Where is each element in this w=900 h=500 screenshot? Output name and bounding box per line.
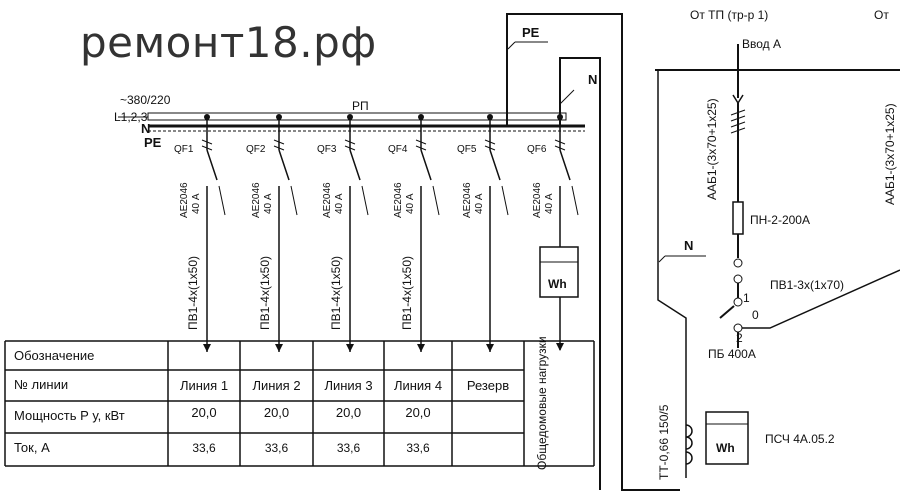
phase-bus	[147, 112, 567, 121]
fuse-label: ПН-2-200А	[750, 213, 810, 227]
table-cell-line: Резерв	[467, 378, 509, 393]
breaker-current: 40 А	[263, 193, 274, 214]
breaker-name: QF3	[317, 144, 337, 155]
phases-label: L1,2,3	[114, 110, 148, 124]
table-cell-line: Линия 3	[324, 378, 372, 393]
meter-main-box	[705, 411, 749, 465]
table-cell-line: Линия 4	[394, 378, 442, 393]
input-a-label: Ввод А	[742, 37, 781, 51]
table-cell-current: 33,6	[337, 441, 361, 455]
switch-label: ПБ 400А	[708, 347, 756, 361]
table-cell-power: 20,0	[336, 405, 361, 420]
common-loads-branch	[539, 246, 579, 351]
fuse-symbol	[732, 201, 744, 235]
meter-main-label: Wh	[716, 441, 735, 455]
breaker-name: QF1	[174, 144, 194, 155]
branch-cable: ПВ1-4х(1х50)	[329, 256, 343, 330]
breaker-current: 40 А	[334, 193, 345, 214]
table-cell-power: 20,0	[405, 405, 430, 420]
wire-pv-label: ПВ1-3х(1х70)	[770, 278, 844, 292]
breaker-name: QF5	[457, 144, 477, 155]
ct-and-meter	[685, 370, 749, 478]
bus-bars	[118, 112, 585, 132]
breaker-type: АЕ2046	[462, 182, 473, 218]
pe-riser	[506, 13, 680, 491]
breaker-type: АЕ2046	[179, 182, 190, 218]
breaker-current: 40 А	[474, 193, 485, 214]
breaker-type: АЕ2046	[532, 182, 543, 218]
breaker-name: QF6	[527, 144, 547, 155]
table-cell-current: 33,6	[406, 441, 430, 455]
breaker-type: АЕ2046	[393, 182, 404, 218]
branch-cable: ПВ1-4х(1х50)	[258, 256, 272, 330]
switch-pos-0: 0	[752, 308, 759, 322]
ct-label: ТТ-0,66 150/5	[657, 404, 671, 480]
from-tp2-label: От	[874, 8, 889, 22]
from-tp1-label: От ТП (тр-р 1)	[690, 8, 768, 22]
breaker-name: QF2	[246, 144, 266, 155]
meter-main-name: ПСЧ 4А.05.2	[765, 432, 835, 446]
pe-top-label: PE	[522, 25, 540, 40]
n-right-wire	[657, 70, 706, 370]
cable-a-label: ААБ1-(3х70+1х25)	[705, 98, 719, 200]
table-row-header: Мощность Р у, кВт	[14, 408, 125, 423]
n-riser	[559, 57, 601, 490]
table-cell-power: 20,0	[264, 405, 289, 420]
pe-bus-label: PE	[144, 135, 162, 150]
table-cell-line: Линия 1	[180, 378, 228, 393]
switch-pos-1: 1	[743, 291, 750, 305]
table-cell-line: Линия 2	[252, 378, 300, 393]
breaker-type: АЕ2046	[322, 182, 333, 218]
branch-cable: ПВ1-4х(1х50)	[400, 256, 414, 330]
branch-cable: ПВ1-4х(1х50)	[186, 256, 200, 330]
breaker-current: 40 А	[405, 193, 416, 214]
breaker-current: 40 А	[191, 193, 202, 214]
meter-common-box	[539, 246, 579, 298]
table-cell-power: 20,0	[191, 405, 216, 420]
n-right-label: N	[684, 238, 693, 253]
common-loads-label: Общедомовые нагрузки	[535, 336, 549, 470]
site-title: ремонт18.рф	[80, 18, 377, 67]
input-a-feed	[655, 44, 900, 348]
table-row-header: Обозначение	[14, 348, 94, 363]
voltage-label: ~380/220	[120, 93, 171, 107]
switch-pos-2: 2	[736, 331, 743, 345]
breaker-type: АЕ2046	[251, 182, 262, 218]
table-cell-current: 33,6	[192, 441, 216, 455]
cable-b-label: ААБ1-(3х70+1х25)	[883, 103, 897, 205]
breaker-name: QF4	[388, 144, 408, 155]
n-bus-label: N	[141, 121, 150, 136]
n-top-label: N	[588, 72, 597, 87]
table-row-header: № линии	[14, 377, 68, 392]
breaker-current: 40 А	[544, 193, 555, 214]
table-row-header: Ток, А	[14, 440, 50, 455]
meter-common-label: Wh	[548, 277, 567, 291]
rp-label: РП	[352, 99, 369, 113]
table-cell-current: 33,6	[265, 441, 289, 455]
